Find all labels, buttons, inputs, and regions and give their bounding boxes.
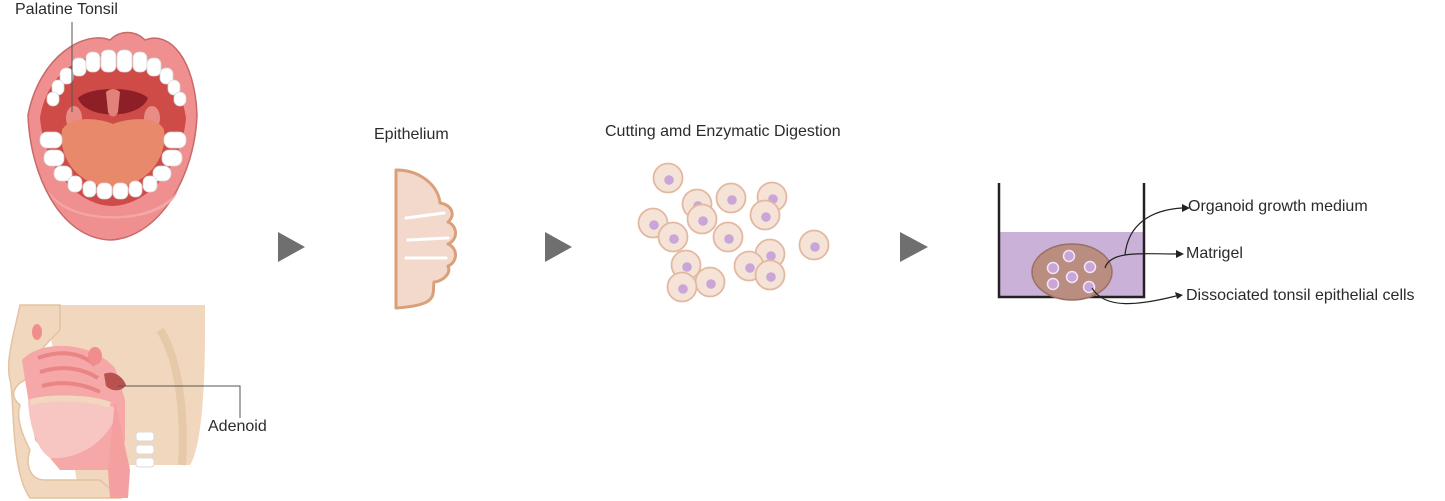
cell-nucleus: [698, 216, 708, 226]
step-arrow-icon: [900, 232, 928, 262]
cell-cluster: [637, 162, 830, 303]
step-arrow-icon: [545, 232, 572, 262]
cell-nucleus: [649, 220, 659, 230]
cell-nucleus: [727, 195, 737, 205]
cell-nucleus: [766, 272, 776, 282]
label-adenoid: Adenoid: [208, 418, 267, 435]
label-matrigel: Matrigel: [1186, 245, 1243, 262]
cell-nucleus: [724, 234, 734, 244]
cell-nucleus: [761, 212, 771, 222]
cell-nucleus: [669, 234, 679, 244]
label-medium: Organoid growth medium: [1188, 198, 1368, 215]
step-arrow-icon: [278, 232, 305, 262]
label-cells: Dissociated tonsil epithelial cells: [1186, 287, 1415, 304]
cell-nucleus: [664, 175, 674, 185]
cell-nucleus: [682, 262, 692, 272]
head-sagittal-illustration: [7, 304, 241, 499]
label-digestion: Cutting amd Enzymatic Digestion: [605, 123, 841, 140]
mouth-illustration: [27, 22, 198, 241]
label-palatine-tonsil: Palatine Tonsil: [15, 1, 118, 18]
culture-well-illustration: [997, 183, 1190, 305]
cell-nucleus: [745, 263, 755, 273]
cell-nucleus: [766, 251, 776, 261]
cell-nucleus: [678, 284, 688, 294]
label-epithelium: Epithelium: [374, 126, 449, 143]
epithelium-illustration: [394, 168, 457, 310]
cell-nucleus: [706, 279, 716, 289]
cell-nucleus: [810, 242, 820, 252]
